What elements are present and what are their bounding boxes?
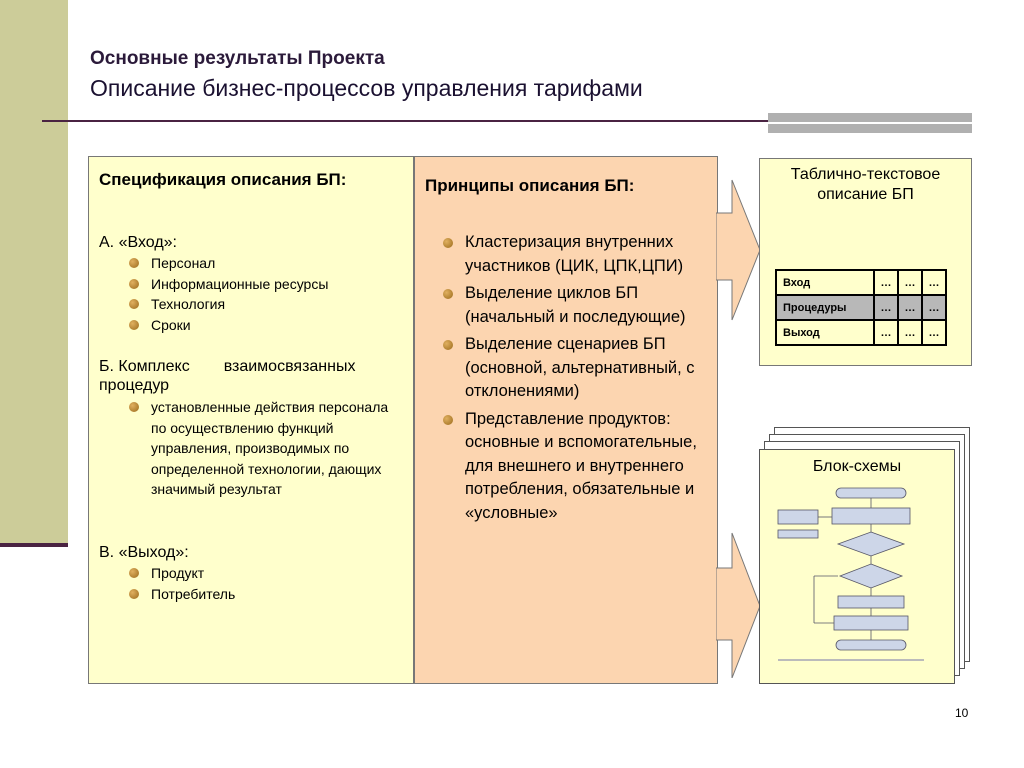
list-item: Сроки — [125, 315, 405, 336]
table-row: Вход … … … — [775, 269, 947, 296]
bullet-icon — [129, 568, 139, 578]
header-divider — [42, 120, 972, 122]
bullet-icon — [129, 278, 139, 289]
spec-list-a: Персонал Информационные ресурсы Технолог… — [125, 253, 405, 335]
list-item: Персонал — [125, 253, 405, 274]
slide-title: Основные результаты Проекта — [90, 48, 385, 69]
list-item: Потребитель — [125, 584, 405, 605]
header-decor-bar-1 — [768, 113, 972, 122]
flowchart-card: Блок-схемы — [759, 449, 955, 684]
list-item: Продукт — [125, 563, 405, 584]
table-card-title: Таблично-текстовое описание БП — [790, 166, 941, 203]
page-number: 10 — [955, 706, 969, 720]
slide-subtitle: Описание бизнес-процессов управления тар… — [90, 75, 643, 101]
list-item: Выделение циклов БП (начальный и последу… — [439, 282, 711, 329]
bullet-icon — [443, 340, 453, 350]
bp-table: Вход … … … Процедуры … … … Выход … … … — [775, 269, 947, 346]
table-row: Процедуры … … … — [775, 294, 947, 321]
bullet-icon — [443, 289, 453, 299]
arrows-graphic — [716, 179, 761, 678]
spec-list-c: Продукт Потребитель — [125, 563, 405, 604]
bullet-icon — [129, 299, 139, 309]
list-item: Представление продуктов: основные и вспо… — [439, 408, 711, 526]
spec-section-a: А. «Вход»: — [99, 234, 177, 251]
flowchart-thumbnail — [777, 487, 924, 661]
left-decor-line — [0, 543, 68, 547]
list-item: Технология — [125, 294, 405, 315]
flowchart-card-title: Блок-схемы — [812, 458, 902, 475]
table-row: Выход … … … — [775, 319, 947, 346]
arrow-to-flowchart-icon — [716, 532, 761, 678]
bullet-icon — [443, 238, 453, 248]
spec-panel: Спецификация описания БП: А. «Вход»: Пер… — [88, 156, 414, 684]
table-description-card: Таблично-текстовое описание БП Вход … … … — [759, 158, 972, 366]
spec-section-c: В. «Выход»: — [99, 544, 189, 561]
spec-list-b: установленные действия персонала по осущ… — [125, 397, 401, 500]
left-decor-band — [0, 0, 68, 543]
bullet-icon — [129, 402, 139, 412]
list-item: Информационные ресурсы — [125, 274, 405, 295]
bullet-icon — [443, 414, 453, 425]
principles-panel: Принципы описания БП: Кластеризация внут… — [414, 156, 718, 684]
bullet-icon — [129, 258, 139, 268]
bullet-icon — [129, 319, 139, 330]
bullet-icon — [129, 588, 139, 599]
list-item: установленные действия персонала по осущ… — [125, 397, 401, 500]
principles-list: Кластеризация внутренних участников (ЦИК… — [439, 231, 711, 525]
arrow-to-table-icon — [716, 179, 761, 321]
spec-title: Спецификация описания БП: — [99, 170, 347, 189]
list-item: Выделение сценариев БП (основной, альтер… — [439, 333, 711, 404]
principles-title: Принципы описания БП: — [425, 176, 635, 195]
list-item: Кластеризация внутренних участников (ЦИК… — [439, 231, 711, 278]
header-decor-bar-2 — [768, 124, 972, 133]
